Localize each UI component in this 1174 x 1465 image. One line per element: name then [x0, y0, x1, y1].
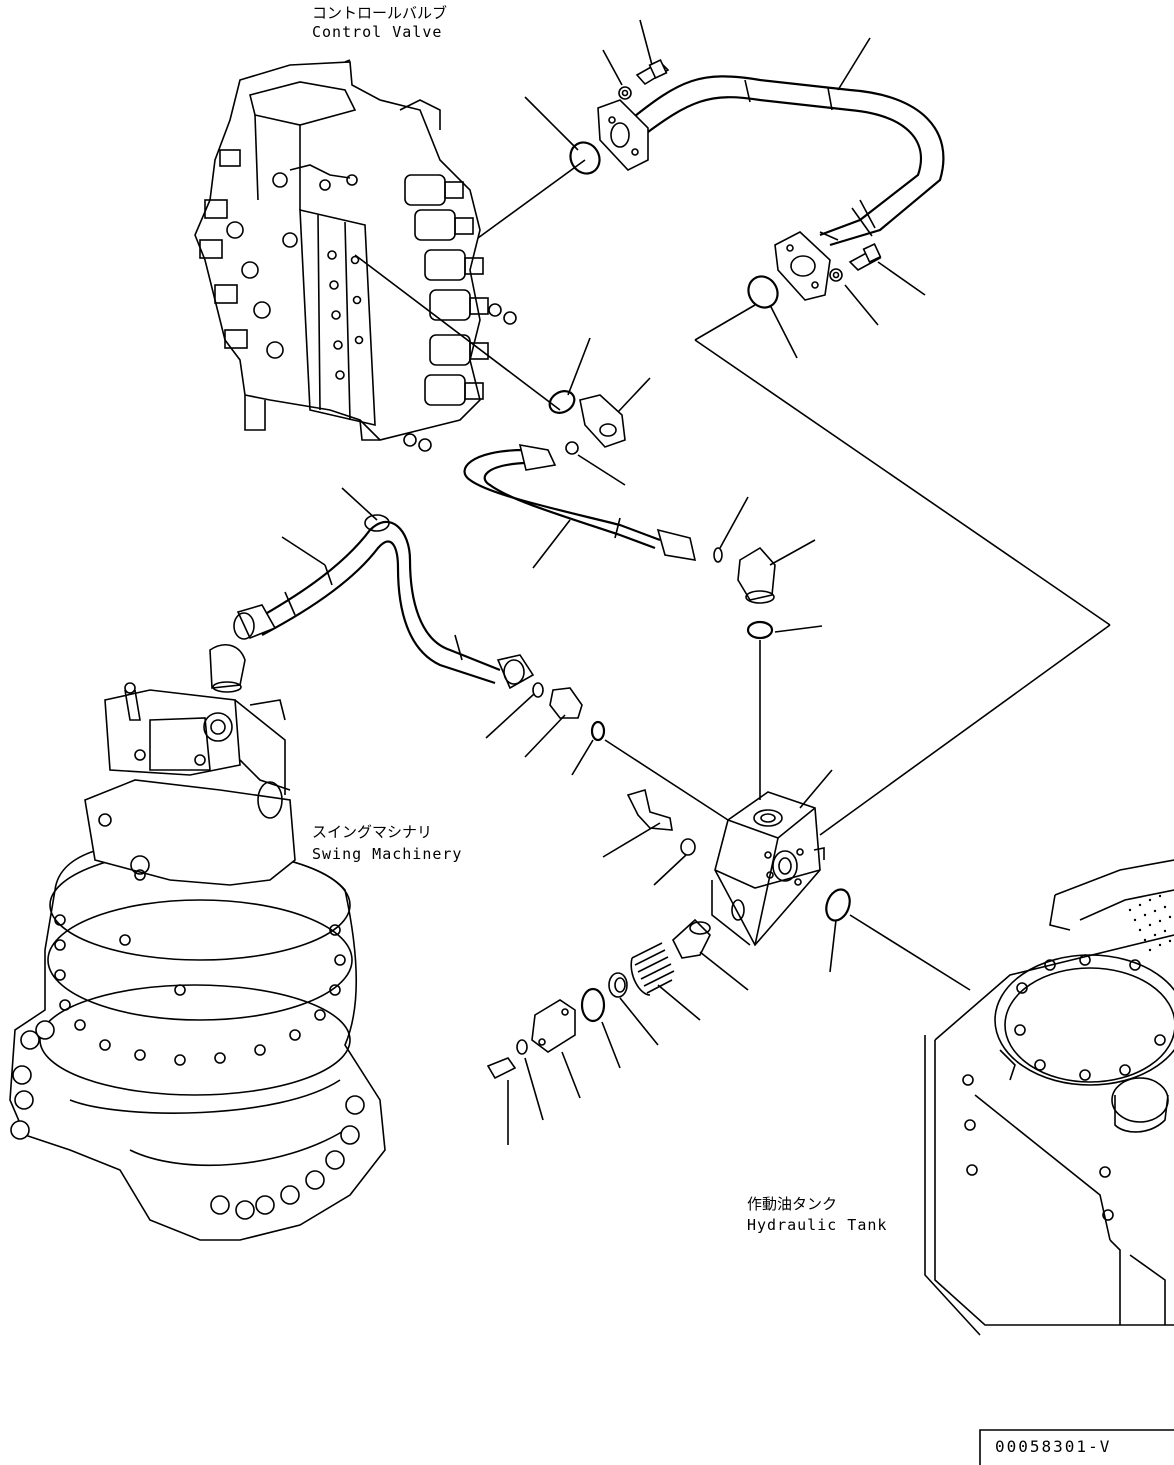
- swing-machinery-label-jp: スイングマシナリ: [312, 823, 433, 841]
- drawing-code: 00058301-V: [995, 1437, 1112, 1456]
- left-hose-drawing: [233, 514, 606, 742]
- control-valve-label-jp: コントロールバルブ: [312, 4, 448, 22]
- hydraulic-tank-drawing: [924, 859, 1174, 1336]
- middle-hose-drawing: [463, 390, 776, 640]
- leader-lines: [281, 19, 1111, 1145]
- swing-machinery-drawing: [9, 644, 386, 1241]
- control-valve-label-en: Control Valve: [312, 23, 443, 41]
- check-valve-block-drawing: [711, 791, 825, 947]
- code-frame: [979, 1429, 1174, 1465]
- hydraulic-tank-label-en: Hydraulic Tank: [747, 1216, 888, 1234]
- swing-machinery-label-en: Swing Machinery: [312, 845, 463, 863]
- flanged-pipe-drawing: [569, 59, 945, 309]
- relief-parts-drawing: [486, 788, 851, 1080]
- control-valve-drawing: [194, 61, 517, 452]
- hydraulic-tank-label-jp: 作動油タンク: [747, 1195, 838, 1213]
